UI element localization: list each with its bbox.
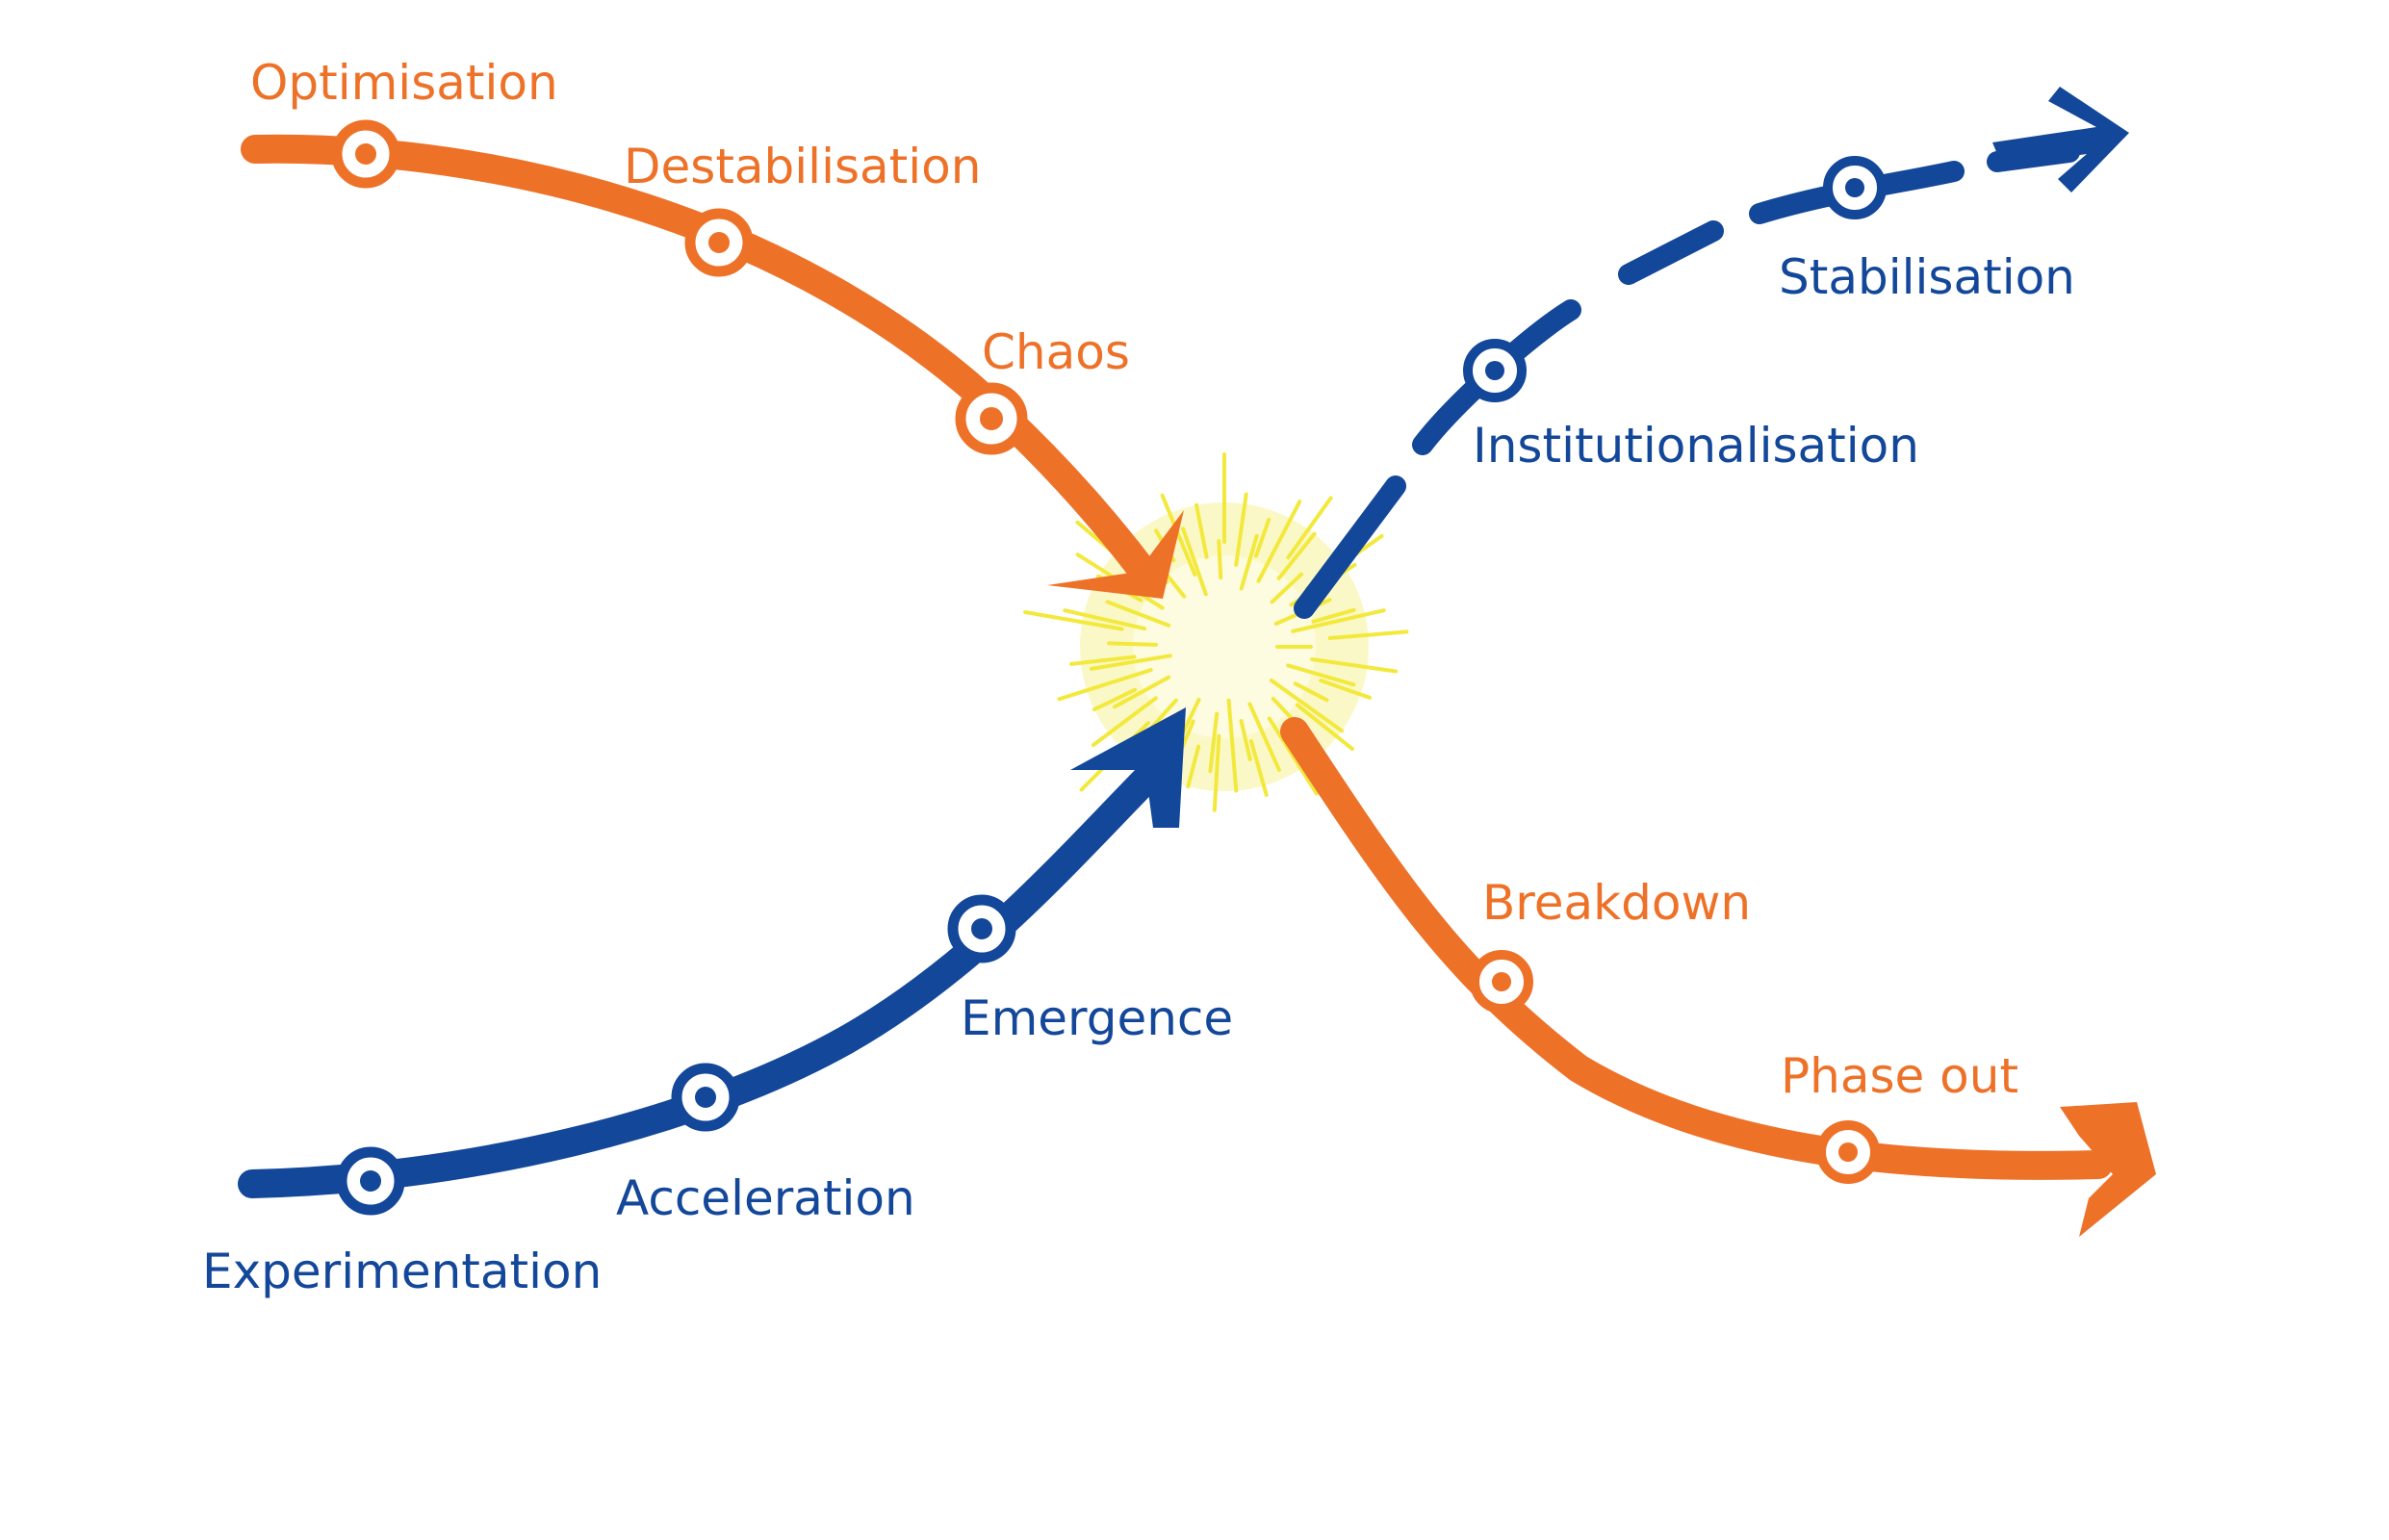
label-phase-out: Phase out [1781,1048,2018,1104]
stage-marker-stabilisation [1823,156,1887,219]
declining-regime-arrowhead [1047,510,1184,599]
spark-ray [1291,608,1386,633]
spark-ray [1310,657,1399,674]
label-acceleration: Acceleration [616,1170,915,1226]
spark-ray [1254,517,1272,558]
spark-ray [1286,663,1356,687]
stage-marker-acceleration [671,1063,740,1132]
spark-ray [1319,679,1372,700]
spark-ray [1113,675,1171,709]
spark-ray [1295,703,1354,751]
label-destabilisation: Destabilisation [624,139,981,194]
spark-ray [1023,610,1124,631]
spark-ray [1208,711,1220,774]
emerging-niche-curve [238,746,1179,1198]
spark-ray [1239,533,1259,591]
stage-marker-chaos [955,382,1028,455]
spark-ray [1226,698,1239,793]
breakdown-curve [1280,717,2113,1180]
emerging-niche-arrowhead [1070,707,1186,828]
spark-ray [1293,681,1329,703]
spark-ray [1160,493,1197,577]
label-experimentation: Experimentation [202,1244,602,1299]
stage-marker-institutionalisation [1463,339,1527,402]
stage-marker-experimentation [336,1146,405,1216]
spark-ray [1270,572,1304,604]
stabilisation-arrowhead [1992,87,2129,192]
label-institutionalisation: Institutionalisation [1473,418,1919,474]
spark-ray [1217,539,1223,580]
stage-marker-breakdown [1470,950,1533,1014]
spark-ray [1247,702,1281,772]
spark-ray [1089,654,1172,671]
stage-marker-destabilisation [684,208,754,277]
stage-marker-emergence [947,894,1016,963]
spark-ray [1186,744,1201,789]
declining-regime-curve [241,134,1155,582]
label-emergence: Emergence [961,990,1233,1046]
spark-ray [1327,629,1409,640]
spark-ray [1311,607,1356,624]
spark-ray [1267,716,1319,796]
spark-ray [1194,502,1209,559]
label-chaos: Chaos [982,324,1130,380]
label-stabilisation: Stabilisation [1779,249,2075,305]
spark-ray [1092,687,1138,712]
label-breakdown: Breakdown [1482,875,1751,931]
label-optimisation: Optimisation [250,55,558,111]
spark-ray [1069,654,1137,666]
rising-regime-curve [1294,141,2080,619]
spark-ray [1105,600,1171,628]
phase-out-arrowhead [2060,1102,2156,1237]
stage-marker-phase-out [1816,1120,1880,1184]
stage-marker-optimisation [331,119,400,189]
spark-ray [1212,733,1221,812]
spark-ray [1181,526,1208,597]
spark-ray [1057,668,1153,702]
spark-ray [1107,641,1158,647]
spark-ray [1256,500,1302,583]
spark-ray [1239,719,1252,761]
spark-ray [1276,531,1317,580]
spark-ray [1248,739,1269,797]
spark-ray [1234,492,1248,567]
spark-ray [1269,678,1344,733]
spark-ray [1063,608,1147,631]
spark-ray [1092,696,1158,747]
spark-ray [1286,496,1333,560]
